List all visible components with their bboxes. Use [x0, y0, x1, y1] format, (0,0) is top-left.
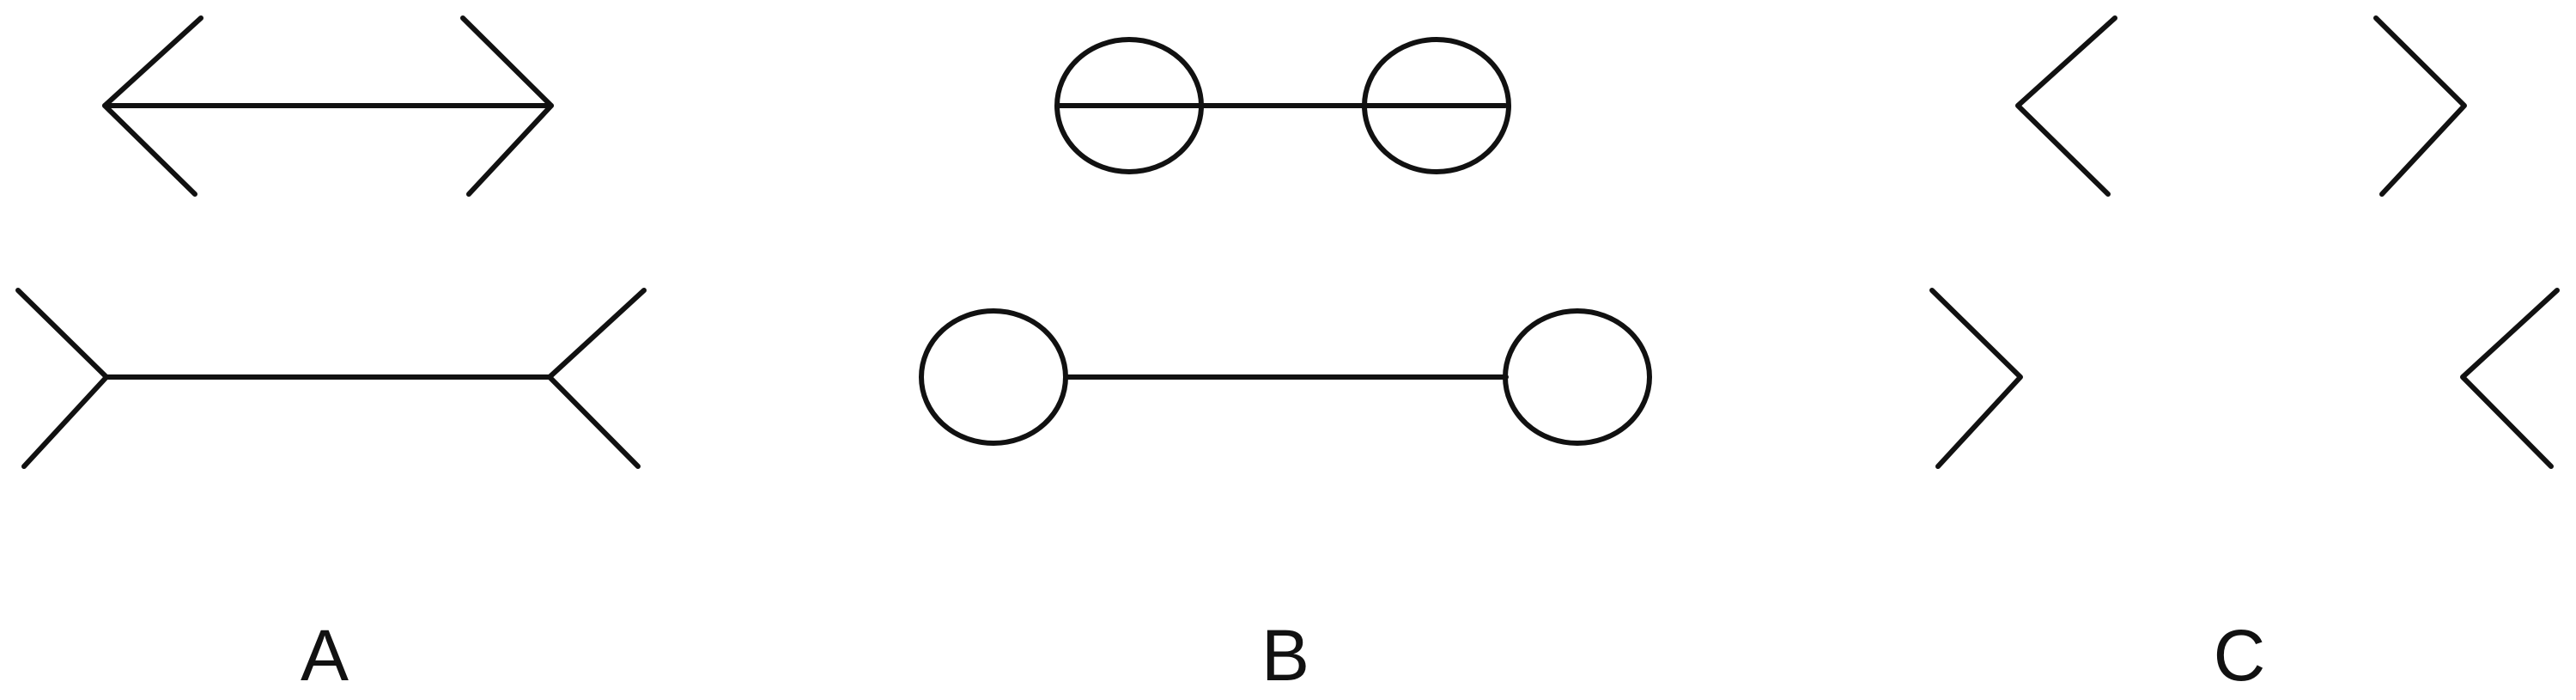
- panel-a-top-right-arrowhead: [460, 15, 554, 197]
- panel-a-top-figure: [102, 15, 554, 197]
- panel-b-bottom-right-circle: [1503, 308, 1652, 446]
- panel-c-top-left-chevron: [2015, 15, 2117, 197]
- panel-a-bottom-left-fin: [15, 288, 109, 469]
- panel-b-bottom-figure: [919, 308, 1652, 446]
- panel-c: C: [1929, 15, 2560, 696]
- panel-a-top-left-arrowhead: [102, 15, 204, 197]
- panel-c-bottom-left-chevron: [1929, 288, 2023, 469]
- panel-b-top-left-circle: [1054, 37, 1204, 174]
- panel-b-top-right-circle: [1362, 37, 1511, 174]
- panel-b-label: B: [1261, 615, 1309, 696]
- panel-c-label: C: [2214, 615, 2266, 696]
- panel-c-bottom-figure: [1929, 288, 2560, 469]
- panel-b-top-figure: [1054, 37, 1511, 174]
- panel-a-label: A: [301, 615, 349, 696]
- panel-a: A: [15, 15, 647, 696]
- panel-b: B: [919, 37, 1652, 696]
- panel-c-bottom-right-chevron: [2460, 288, 2560, 469]
- panel-b-bottom-left-circle: [919, 308, 1068, 446]
- panel-c-top-figure: [2015, 15, 2467, 197]
- panel-c-top-right-chevron: [2373, 15, 2467, 197]
- panel-a-bottom-right-fin: [547, 288, 647, 469]
- panel-a-bottom-figure: [15, 288, 647, 469]
